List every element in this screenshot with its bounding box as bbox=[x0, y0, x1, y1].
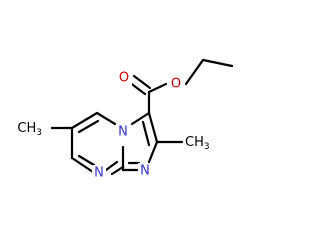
bond-o-ethyl bbox=[184, 58, 205, 86]
bond-ethyl-cc bbox=[201, 58, 234, 68]
methyl-left-ch: CH bbox=[17, 121, 36, 136]
molecule-structure: N N N O O CH3 CH3 bbox=[17, 58, 234, 181]
bond-carbonyl-o-ester bbox=[147, 82, 168, 94]
methyl-left-subscript: 3 bbox=[36, 128, 42, 138]
bond-layer bbox=[50, 58, 234, 176]
bond-carbonyl-o-double-b bbox=[132, 74, 152, 90]
bond-c3-c2-inner bbox=[141, 120, 151, 147]
svg-text:N: N bbox=[140, 164, 150, 179]
atom-n-pyrimidine: N bbox=[92, 165, 106, 181]
atom-o-ester: O bbox=[169, 76, 184, 93]
bond-c5-c6 bbox=[70, 111, 99, 130]
bond-c8a-n1 bbox=[110, 165, 125, 176]
bond-c8-n1 bbox=[104, 160, 119, 172]
label-layer: N N N O O CH3 CH3 bbox=[17, 70, 210, 181]
svg-text:CH3: CH3 bbox=[17, 121, 42, 139]
svg-text:N: N bbox=[118, 125, 128, 140]
atom-n-bridge: N bbox=[116, 124, 130, 140]
bond-c8-c8-inner bbox=[77, 154, 96, 167]
bond-n4-c3 bbox=[130, 111, 151, 126]
svg-text:N: N bbox=[94, 166, 104, 181]
svg-text:O: O bbox=[171, 77, 181, 92]
bond-c7-c8 bbox=[70, 156, 95, 174]
methyl-right-subscript: 3 bbox=[204, 142, 210, 152]
svg-text:CH3: CH3 bbox=[185, 135, 210, 153]
bond-n4-c5 bbox=[95, 111, 117, 126]
atom-methyl-right: CH3 bbox=[185, 135, 210, 153]
bond-c2-n1 bbox=[147, 140, 159, 164]
methyl-right-ch: CH bbox=[185, 135, 204, 150]
atom-n-imidazole: N bbox=[138, 163, 152, 179]
bond-c5-c6-inner bbox=[77, 119, 100, 134]
bond-c3-c2 bbox=[147, 111, 159, 144]
atom-methyl-left: CH3 bbox=[17, 121, 42, 139]
svg-text:O: O bbox=[119, 71, 129, 86]
atom-o-carbonyl: O bbox=[117, 70, 132, 87]
